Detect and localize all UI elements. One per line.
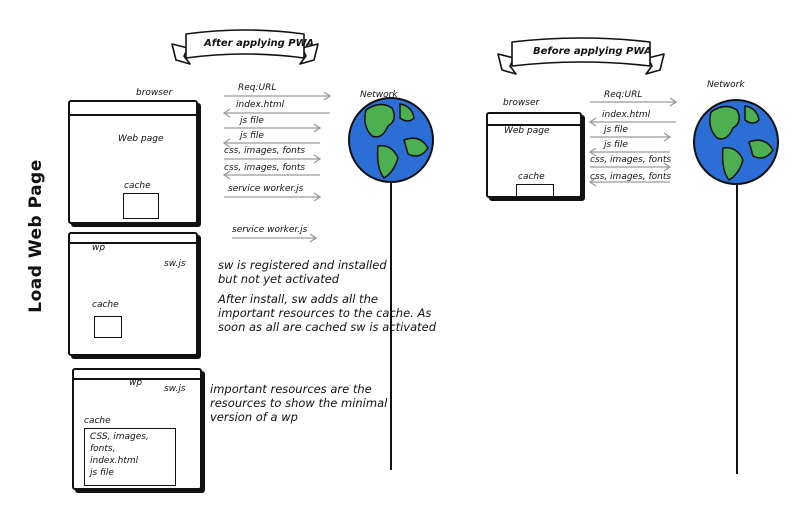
arrows-right — [588, 97, 678, 187]
banner-after — [171, 29, 319, 65]
arrow-req-right — [590, 97, 678, 107]
banner-after-text: After applying PWA — [204, 38, 315, 49]
panel3-swjs-label: sw.js — [164, 384, 186, 394]
arrows-left — [222, 91, 332, 243]
globe-icon-right — [693, 99, 779, 185]
panel3-cache-contents-2: index.html — [90, 456, 139, 466]
arrow-label-sw-left: service worker.js — [228, 184, 304, 194]
arrow-js2-left — [222, 138, 320, 148]
note-important-resources: important resources are the resources to… — [210, 382, 388, 424]
arrow-css1-left — [224, 154, 322, 164]
arrow-label-js2-right: js file — [604, 140, 628, 150]
arrow-sw-left — [224, 192, 322, 202]
arrow-label-js1-right: js file — [604, 125, 628, 135]
note-sw-registered: sw is registered and installed but not y… — [218, 258, 387, 286]
arrow-label-req-left: Req:URL — [238, 83, 277, 93]
right-panel-web-page-label: Web page — [504, 126, 550, 136]
browser-panel-right — [486, 112, 582, 198]
globe-icon-left — [348, 97, 434, 183]
arrow-css1-right — [590, 162, 672, 172]
panel2-wp-label: wp — [92, 243, 106, 253]
panel3-cache-contents-0: CSS, images, — [90, 432, 149, 442]
arrow-js1-right — [590, 132, 672, 142]
browser-panel-2 — [68, 232, 198, 356]
cache-box-panel1 — [123, 193, 159, 219]
network-label-right: Network — [707, 80, 745, 90]
arrow-label-css1-right: css, images, fonts — [590, 155, 672, 165]
arrow-label-index-left: index.html — [236, 100, 285, 110]
arrow-label-js2-left: js file — [240, 131, 264, 141]
panel2-swjs-label: sw.js — [164, 259, 186, 269]
banner-before — [497, 37, 665, 75]
arrow-req-left — [224, 91, 332, 101]
network-label-left: Network — [360, 90, 398, 100]
browser-label-left: browser — [136, 88, 173, 98]
cache-box-right — [516, 184, 554, 196]
arrow-label-css1-left: css, images, fonts — [224, 146, 306, 156]
cache-box-panel3 — [84, 428, 176, 486]
panel2-cache-label: cache — [92, 300, 119, 310]
panel3-cache-label: cache — [84, 416, 111, 426]
panel2-arrow-label: service worker.js — [232, 225, 308, 235]
panel3-wp-label: wp — [129, 378, 143, 388]
arrow-index-left — [222, 108, 330, 118]
panel1-cache-label: cache — [124, 181, 151, 191]
banner-before-text: Before applying PWA — [533, 46, 652, 57]
panel3-cache-contents-3: js file — [90, 468, 114, 478]
arrow-css2-left — [222, 170, 320, 180]
browser-panel-1 — [68, 100, 198, 224]
arrow-css2-right — [588, 177, 670, 187]
arrow-label-css2-left: css, images, fonts — [224, 163, 306, 173]
cache-box-panel2 — [94, 316, 122, 338]
arrow-sw-panel2 — [232, 233, 318, 243]
arrow-label-index-right: index.html — [602, 110, 651, 120]
arrow-index-right — [588, 117, 676, 127]
arrow-label-js1-left: js file — [240, 116, 264, 126]
panel1-web-page-label: Web page — [118, 134, 164, 144]
panel3-cache-contents-1: fonts, — [90, 444, 116, 454]
browser-label-right: browser — [503, 98, 540, 108]
arrow-label-req-right: Req:URL — [604, 90, 643, 100]
note-after-install: After install, sw adds all the important… — [218, 292, 437, 334]
right-panel-cache-label: cache — [518, 172, 545, 182]
arrow-label-css2-right: css, images, fonts — [590, 172, 672, 182]
arrow-js2-right — [588, 147, 670, 157]
arrow-js1-left — [224, 123, 322, 133]
network-cable-left — [390, 182, 392, 470]
network-cable-right — [736, 184, 738, 474]
vertical-title: Load Web Page — [26, 159, 46, 313]
